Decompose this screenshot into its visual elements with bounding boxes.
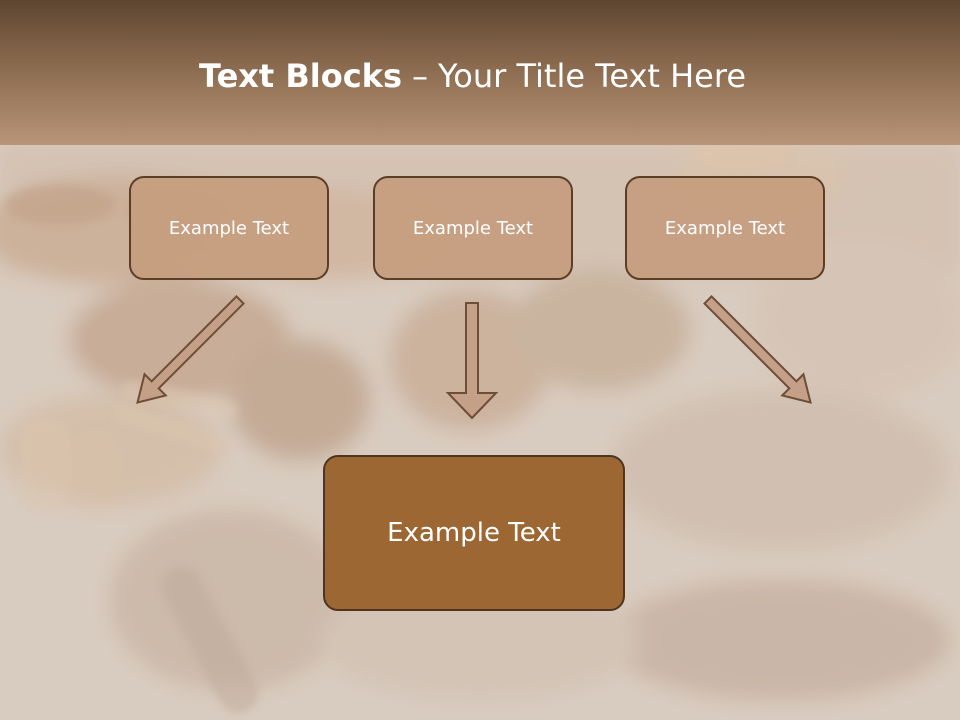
text-block-label: Example Text	[168, 217, 290, 239]
arrow-center-icon	[445, 302, 499, 420]
title-bold-text: Text Blocks	[198, 57, 402, 95]
title-separator: –	[411, 57, 428, 95]
text-block-label: Example Text	[387, 518, 561, 548]
slide-title[interactable]: Text Blocks–Your Title Text Here	[0, 52, 945, 100]
text-block-label: Example Text	[664, 217, 786, 239]
arrow-right-icon	[703, 295, 812, 404]
title-band	[0, 0, 960, 145]
text-block-bottom[interactable]: Example Text	[323, 455, 625, 611]
title-rest-text: Your Title Text Here	[437, 57, 746, 95]
text-block-top-right[interactable]: Example Text	[625, 176, 825, 280]
arrow-left-icon	[136, 295, 245, 404]
text-block-label: Example Text	[412, 217, 534, 239]
text-block-top-left[interactable]: Example Text	[129, 176, 329, 280]
text-block-top-center[interactable]: Example Text	[373, 176, 573, 280]
